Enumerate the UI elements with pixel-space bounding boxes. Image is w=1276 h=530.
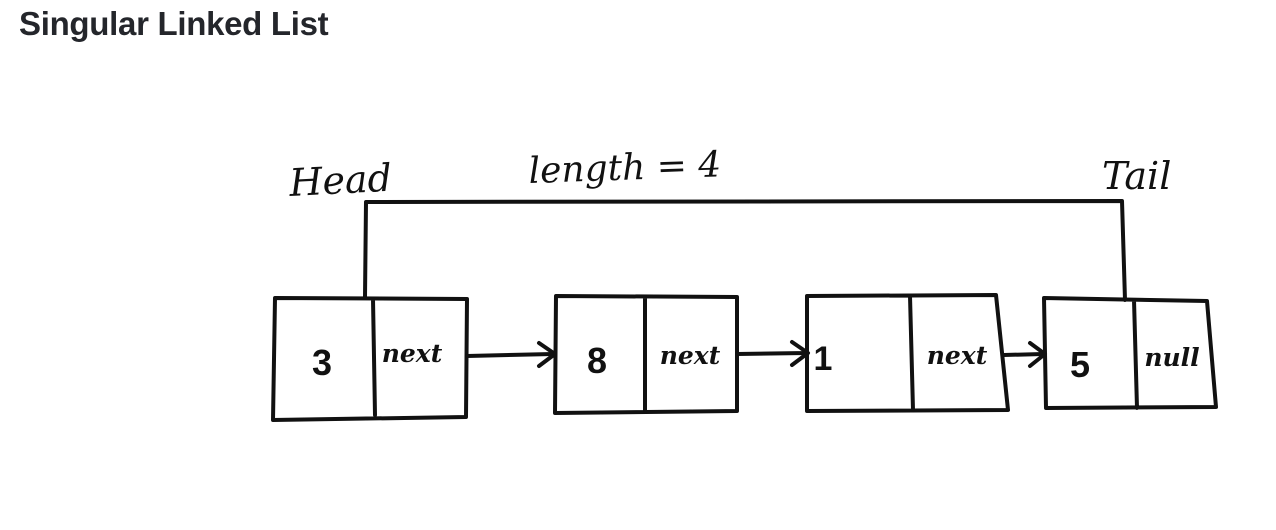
next-arrow [735,340,810,367]
node-box [553,294,739,415]
list-node: 1 next [805,293,1010,413]
node-value: 3 [312,342,332,383]
head-label: Head [287,156,393,205]
node-pointer: null [1144,343,1199,372]
node-box [1042,296,1218,410]
length-label: length = 4 [528,144,722,192]
page-title: Singular Linked List [19,5,329,42]
node-pointer: next [382,339,443,368]
node-pointer: next [660,341,721,370]
node-pointer: next [927,341,988,370]
node-value: 1 [814,340,833,378]
node-value: 5 [1070,344,1090,385]
node-box [271,296,469,422]
next-arrow [465,341,557,368]
list-node: 5 null [1042,296,1218,410]
list-node: 8 next [553,294,739,415]
length-bracket [363,199,1127,302]
node-box [805,293,1010,413]
list-node: 3 next [271,296,469,422]
next-arrow [1002,341,1047,368]
tail-label: Tail [1102,154,1171,198]
node-value: 8 [587,340,607,381]
